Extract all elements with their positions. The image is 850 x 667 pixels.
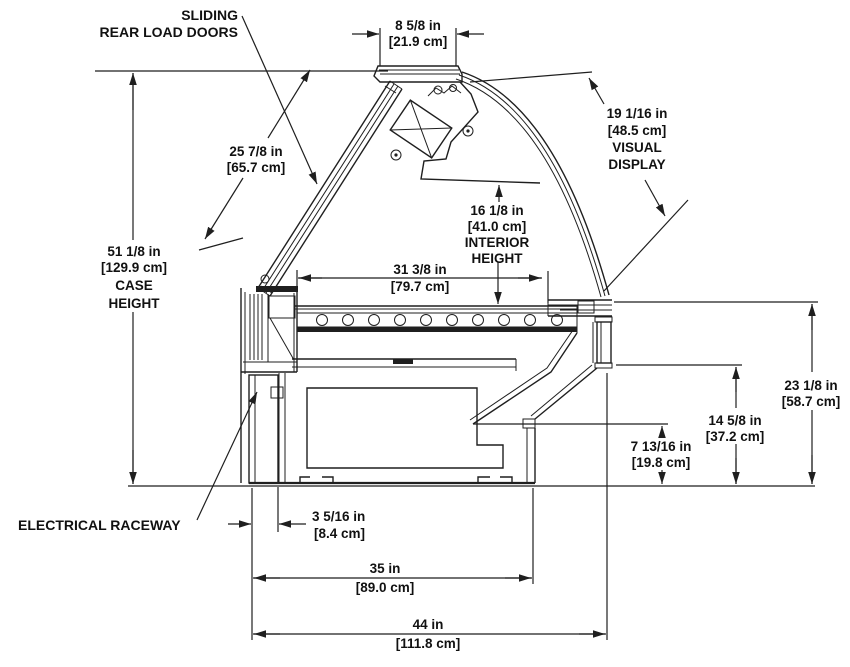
- dim-base-front-height-cm: [19.8 cm]: [632, 455, 691, 470]
- dim-interior-height-in: 16 1/8 in: [470, 203, 523, 218]
- dim-visual-display: 19 1/16 in [48.5 cm] VISUAL DISPLAY: [469, 71, 689, 292]
- mid-shelf: [292, 358, 517, 371]
- electrical-raceway-channel: [248, 373, 286, 484]
- foot-bracket: [299, 476, 310, 483]
- door-roller-bottom: [260, 274, 270, 284]
- label-sliding-doors: SLIDING REAR LOAD DOORS: [100, 7, 318, 185]
- dim-overall-depth: 44 in [111.8 cm]: [253, 373, 608, 651]
- label-electrical-raceway: ELECTRICAL RACEWAY: [18, 391, 258, 533]
- dim-visual-display-cm: [48.5 cm]: [608, 123, 667, 138]
- dim-case-height-in: 51 1/8 in: [107, 244, 160, 259]
- deck-holes: [316, 314, 563, 326]
- dim-front-height-cm: [58.7 cm]: [782, 394, 841, 409]
- dim-raceway-depth-cm: [8.4 cm]: [314, 526, 365, 541]
- dim-interior-width-in: 31 3/8 in: [393, 262, 446, 277]
- dim-interior-height-cm: [41.0 cm]: [468, 219, 527, 234]
- front-lower-panel: [522, 364, 598, 483]
- curved-front-glass: [455, 71, 610, 298]
- dim-mid-height-cm: [37.2 cm]: [706, 429, 765, 444]
- dim-rear-door: 25 7/8 in [65.7 cm]: [198, 69, 311, 251]
- dim-rear-door-cm: [65.7 cm]: [227, 160, 286, 175]
- dim-body-depth: 35 in [89.0 cm]: [251, 488, 534, 640]
- dim-case-height: 51 1/8 in [129.9 cm] CASE HEIGHT: [101, 73, 167, 484]
- dim-top-width: 8 5/8 in [21.9 cm]: [352, 18, 484, 66]
- dim-base-front-height-in: 7 13/16 in: [631, 439, 692, 454]
- dim-mid-height: 14 5/8 in [37.2 cm]: [616, 364, 765, 484]
- dim-front-height-in: 23 1/8 in: [784, 378, 837, 393]
- dim-interior-height-l1: INTERIOR: [465, 235, 530, 250]
- foot-bracket: [477, 476, 490, 483]
- base: [249, 476, 535, 485]
- dim-overall-depth-cm: [111.8 cm]: [396, 636, 461, 651]
- dim-rear-door-in: 25 7/8 in: [229, 144, 282, 159]
- dim-raceway-depth: 3 5/16 in [8.4 cm]: [228, 487, 365, 541]
- sliding-doors-label-2: REAR LOAD DOORS: [100, 24, 238, 40]
- rear-load-door-panel: [257, 80, 403, 297]
- dimension-annotations: 8 5/8 in [21.9 cm] SLIDING REAR LOAD DOO…: [18, 7, 840, 651]
- display-deck: [295, 305, 578, 333]
- foot-bracket: [500, 476, 513, 483]
- top-cap: [373, 65, 463, 83]
- dim-front-height: 23 1/8 in [58.7 cm]: [614, 301, 841, 484]
- interior-front-panel: [469, 329, 578, 425]
- dim-interior-width: 31 3/8 in [79.7 cm]: [296, 262, 549, 303]
- dim-raceway-depth-in: 3 5/16 in: [312, 509, 365, 524]
- fastener-icon: [390, 149, 402, 161]
- dim-visual-display-l2: DISPLAY: [608, 157, 665, 172]
- fastener-icon: [462, 125, 474, 137]
- dim-case-height-l1: CASE: [115, 278, 153, 293]
- dim-visual-display-in: 19 1/16 in: [607, 106, 668, 121]
- foot-bracket: [322, 476, 334, 483]
- dim-top-width-in: 8 5/8 in: [395, 18, 441, 33]
- dim-body-depth-in: 35 in: [370, 561, 401, 576]
- case-structure: [240, 65, 613, 485]
- light-fixture-icon: [389, 99, 453, 159]
- dim-interior-height: 16 1/8 in [41.0 cm] INTERIOR HEIGHT: [465, 185, 530, 304]
- dim-body-depth-cm: [89.0 cm]: [356, 580, 415, 595]
- electrical-raceway-leader: [196, 391, 258, 521]
- dim-mid-height-in: 14 5/8 in: [708, 413, 761, 428]
- sliding-doors-leader: [241, 15, 318, 185]
- electrical-raceway-label: ELECTRICAL RACEWAY: [18, 517, 181, 533]
- dim-case-height-cm: [129.9 cm]: [101, 260, 167, 275]
- dim-case-height-l2: HEIGHT: [108, 296, 160, 311]
- machine-compartment: [306, 387, 504, 469]
- dim-interior-width-cm: [79.7 cm]: [391, 279, 450, 294]
- front-counter: [547, 299, 612, 317]
- dim-overall-depth-in: 44 in: [413, 617, 444, 632]
- canopy-light-assembly: [389, 81, 541, 184]
- dim-interior-height-l2: HEIGHT: [471, 251, 523, 266]
- sliding-doors-label-1: SLIDING: [181, 7, 238, 23]
- dim-base-front-height: 7 13/16 in [19.8 cm]: [473, 423, 692, 484]
- dim-top-width-cm: [21.9 cm]: [389, 34, 448, 49]
- dim-visual-display-l1: VISUAL: [612, 140, 662, 155]
- hinge-hardware: [427, 85, 462, 97]
- front-bumper: [592, 316, 613, 369]
